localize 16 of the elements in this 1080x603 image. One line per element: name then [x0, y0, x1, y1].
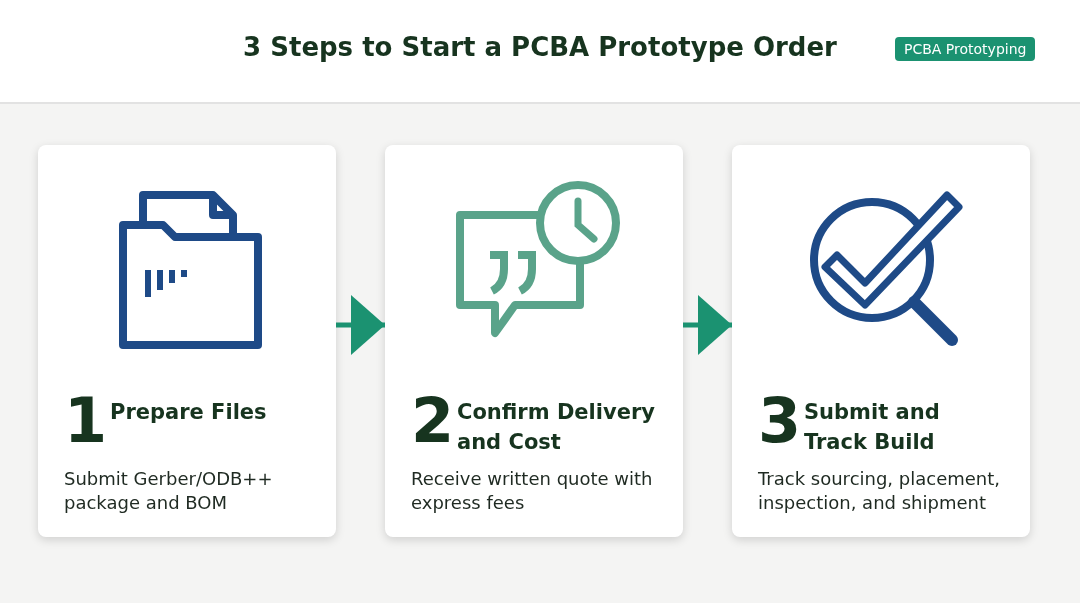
step-title: Confirm Delivery and Cost	[457, 399, 656, 456]
step-number: 2	[411, 390, 455, 452]
step-number: 1	[64, 390, 108, 452]
step-title: Prepare Files	[110, 399, 268, 426]
step-card	[732, 145, 1030, 537]
chevron-arrow	[683, 295, 732, 355]
chevron-arrow	[336, 295, 385, 355]
category-tag: PCBA Prototyping	[895, 37, 1036, 61]
step-description: Track sourcing, placement, inspection, and shipment	[758, 467, 1002, 515]
step-card	[38, 145, 336, 537]
step-number: 3	[758, 390, 802, 452]
step-title: Submit and Track Build	[804, 399, 941, 456]
step-description: Submit Gerber/ODB++ package and BOM	[64, 467, 274, 515]
step-card	[385, 145, 683, 537]
step-description: Receive written quote with express fees	[411, 467, 654, 515]
page-title: 3 Steps to Start a PCBA Prototype Order	[242, 32, 838, 62]
